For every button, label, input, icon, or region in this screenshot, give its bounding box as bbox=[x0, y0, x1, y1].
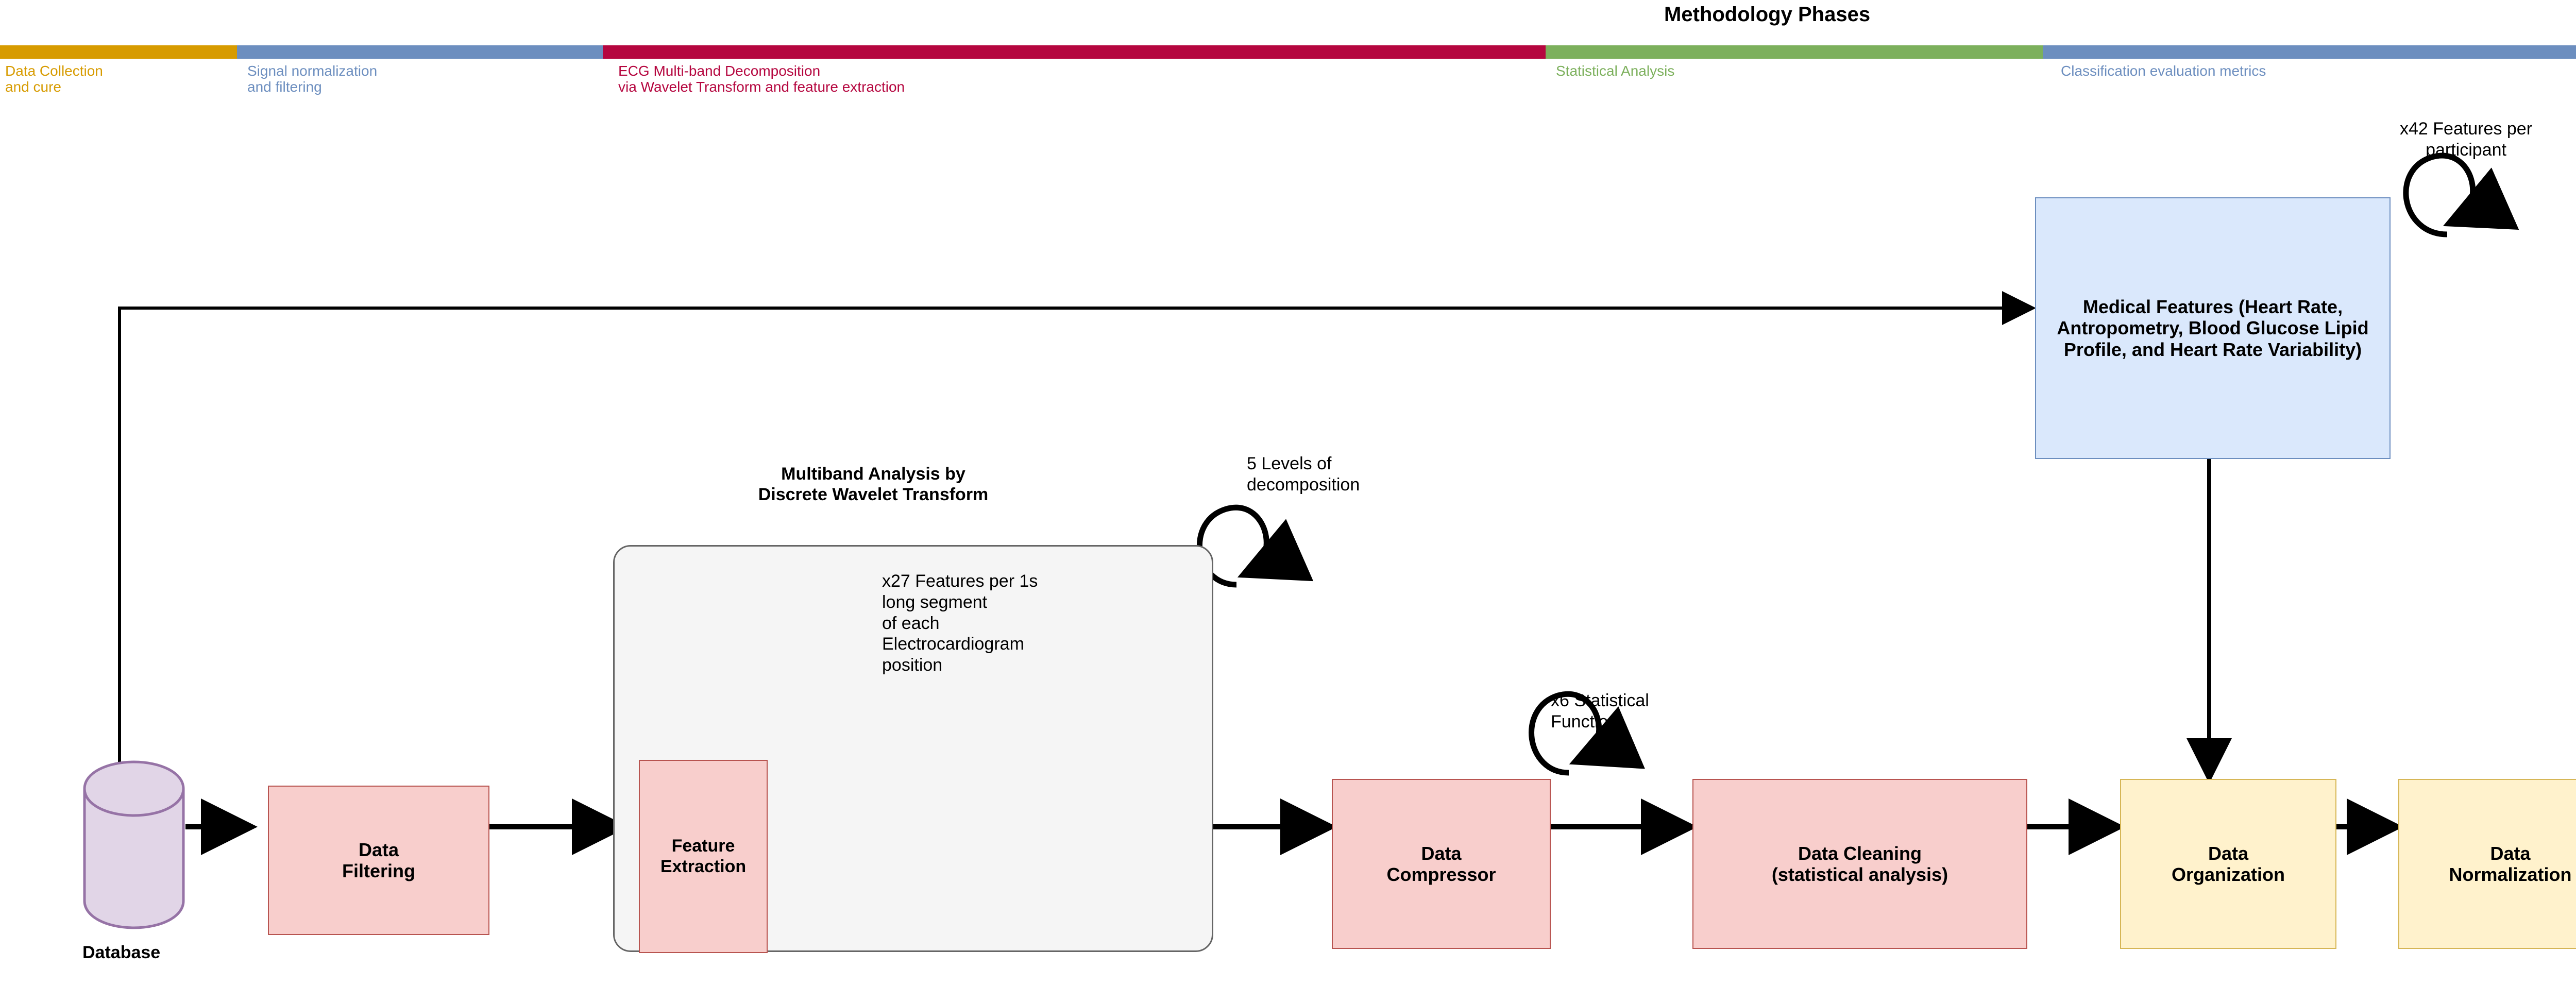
group-title-multiband-analysis: Multiband Analysis by Discrete Wavelet T… bbox=[758, 464, 989, 505]
phase-label-signal-normalization: Signal normalization and filtering bbox=[247, 63, 378, 95]
phase-label-statistical-analysis: Statistical Analysis bbox=[1556, 63, 1675, 79]
annotation-features-per-segment: x27 Features per 1s long segment of each… bbox=[882, 571, 1038, 675]
phase-bar-signal-normalization bbox=[237, 45, 603, 59]
node-data-normalization[interactable]: Data Normalization bbox=[2398, 779, 2576, 949]
phase-bar-ecg-decomposition bbox=[603, 45, 1546, 59]
phase-label-classification-metrics: Classification evaluation metrics bbox=[2061, 63, 2266, 79]
phase-label-ecg-decomposition: ECG Multi-band Decomposition via Wavelet… bbox=[618, 63, 905, 95]
node-medical-features[interactable]: Medical Features (Heart Rate, Antropomet… bbox=[2035, 197, 2391, 459]
annotation-features-per-participant: x42 Features per participant bbox=[2400, 119, 2533, 160]
database-cylinder-icon bbox=[83, 760, 185, 929]
node-data-organization[interactable]: Data Organization bbox=[2120, 779, 2336, 949]
phase-bar-statistical-analysis bbox=[1546, 45, 2043, 59]
node-data-compressor[interactable]: Data Compressor bbox=[1332, 779, 1551, 949]
phase-bar-data-collection bbox=[0, 45, 237, 59]
database-label: Database bbox=[82, 943, 161, 962]
phase-bar-classification-metrics bbox=[2043, 45, 2576, 59]
annotation-levels-decomposition: 5 Levels of decomposition bbox=[1247, 454, 1360, 495]
node-data-cleaning[interactable]: Data Cleaning (statistical analysis) bbox=[1692, 779, 2027, 949]
node-feature-extraction[interactable]: Feature Extraction bbox=[639, 760, 768, 953]
phase-label-data-collection: Data Collection and cure bbox=[5, 63, 103, 95]
annotation-statistical-function: x6 Statistical Function bbox=[1551, 691, 1649, 732]
page-title: Methodology Phases bbox=[1664, 3, 1871, 26]
node-data-filtering[interactable]: Data Filtering bbox=[268, 786, 489, 935]
